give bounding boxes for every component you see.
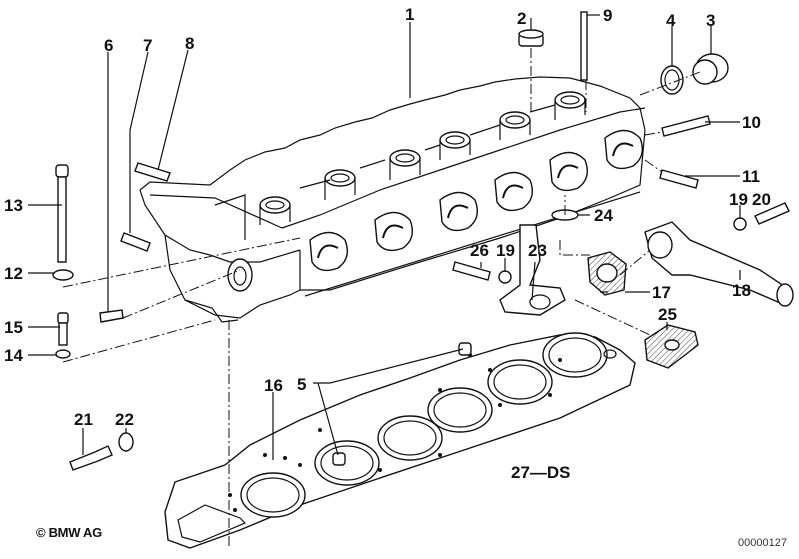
stud-part-8 bbox=[134, 162, 171, 182]
callout-6[interactable]: 6 bbox=[104, 36, 113, 55]
exhaust-ports bbox=[309, 129, 643, 272]
washer-part-12 bbox=[52, 269, 74, 281]
head-bolt-part-13 bbox=[55, 164, 69, 263]
cylinder-head bbox=[139, 76, 646, 323]
callout-11[interactable]: 11 bbox=[742, 167, 760, 186]
stud-part-11 bbox=[659, 169, 699, 189]
callout-23[interactable]: 23 bbox=[528, 241, 547, 260]
callout-2[interactable]: 2 bbox=[517, 9, 526, 28]
callout-8[interactable]: 8 bbox=[185, 34, 194, 53]
callout-9[interactable]: 9 bbox=[603, 6, 612, 25]
callout-26[interactable]: 26 bbox=[470, 241, 489, 260]
copyright: © BMW AG bbox=[36, 525, 102, 540]
callout-20[interactable]: 20 bbox=[752, 190, 771, 209]
callout-4[interactable]: 4 bbox=[666, 11, 676, 30]
bolt-part-15 bbox=[57, 312, 69, 346]
callout-14[interactable]: 14 bbox=[4, 346, 23, 365]
callout-22[interactable]: 22 bbox=[115, 410, 134, 429]
document-id: 00000127 bbox=[738, 537, 787, 549]
callout-13[interactable]: 13 bbox=[4, 196, 23, 215]
plug-part-2 bbox=[518, 29, 544, 47]
head-gasket bbox=[164, 332, 636, 549]
screw-plug-part-3 bbox=[692, 53, 729, 85]
pipe-part-23 bbox=[499, 224, 566, 316]
callout-12[interactable]: 12 bbox=[4, 264, 23, 283]
cam-towers bbox=[214, 91, 586, 240]
callout-16[interactable]: 16 bbox=[264, 376, 283, 395]
callout-10[interactable]: 10 bbox=[742, 113, 761, 132]
callout-5[interactable]: 5 bbox=[297, 375, 306, 394]
callout-24[interactable]: 24 bbox=[594, 206, 613, 225]
callout-19-right[interactable]: 19 bbox=[729, 190, 748, 209]
stud-part-10 bbox=[661, 115, 711, 137]
ring-part-22 bbox=[118, 432, 134, 452]
callout-1[interactable]: 1 bbox=[405, 5, 414, 24]
callout-17[interactable]: 17 bbox=[652, 283, 671, 302]
leader-lines bbox=[28, 14, 741, 460]
bolt-part-26 bbox=[452, 261, 491, 281]
assembly-lines bbox=[62, 48, 701, 548]
connector-part-21 bbox=[69, 445, 113, 471]
washer-part-14 bbox=[55, 349, 71, 359]
dowel-sleeves bbox=[332, 342, 472, 466]
stud-part-6 bbox=[99, 309, 124, 323]
housing-part-18 bbox=[644, 221, 794, 307]
stud-part-9 bbox=[580, 11, 588, 81]
bolt-part-20 bbox=[754, 202, 790, 225]
nut-part-19-left bbox=[498, 270, 512, 284]
callout-15[interactable]: 15 bbox=[4, 318, 23, 337]
callout-labels: 1 2 3 4 5 6 7 8 9 10 11 12 13 14 15 16 1… bbox=[4, 5, 771, 482]
callout-18[interactable]: 18 bbox=[732, 281, 751, 300]
callout-25[interactable]: 25 bbox=[658, 305, 677, 324]
callout-7[interactable]: 7 bbox=[143, 36, 152, 55]
nut-part-19-right bbox=[733, 217, 747, 231]
callout-19-left[interactable]: 19 bbox=[496, 241, 515, 260]
callout-21[interactable]: 21 bbox=[74, 410, 93, 429]
gasket-label: 27—DS bbox=[511, 463, 571, 482]
callout-3[interactable]: 3 bbox=[706, 11, 715, 30]
stud-part-7 bbox=[120, 232, 151, 252]
